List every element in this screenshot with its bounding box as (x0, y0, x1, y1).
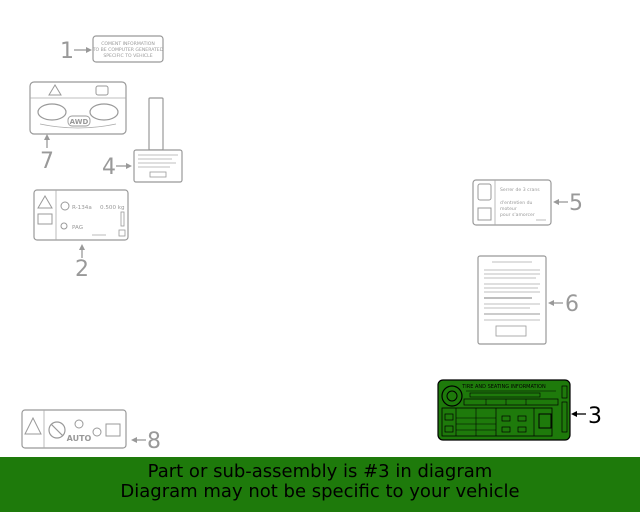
warning-triangle-icon (24, 416, 42, 435)
oil-can-icon (60, 222, 68, 230)
tire-icon (441, 385, 463, 407)
label-3-title: TIRE AND SEATING INFORMATION (461, 384, 546, 390)
callout-1: 1 (60, 39, 74, 64)
label-1-line2: TO BE COMPUTER GENERATED (92, 47, 164, 53)
info-banner: Part or sub-assembly is #3 in diagram Di… (0, 457, 640, 512)
label-2-ac-refrigerant[interactable] (33, 189, 129, 241)
car-icon-right (89, 103, 119, 121)
banner-line-2: Diagram may not be specific to your vehi… (120, 481, 520, 502)
label-5-line4: pour s'amorcer (500, 212, 535, 218)
fan-icon (74, 419, 84, 429)
label-4-hang-tag[interactable] (133, 149, 183, 183)
label-6-info-sheet[interactable] (477, 255, 547, 345)
label-8-auto-airbag[interactable] (21, 409, 127, 449)
book-icon (105, 423, 121, 437)
callout-2: 2 (75, 257, 89, 282)
banner-line-1: Part or sub-assembly is #3 in diagram (147, 461, 493, 482)
callout-5: 5 (569, 191, 583, 216)
warning-triangle-icon (37, 195, 53, 209)
label-4-group: 4 (102, 97, 183, 183)
warning-triangle-icon (48, 84, 62, 96)
parts-diagram: 1 COMENT INFORMATION TO BE COMPUTER GENE… (21, 35, 602, 454)
refrigerant-type: R-134a (72, 205, 92, 211)
awd-badge: AWD (70, 118, 89, 126)
label-2-group: R-134a 0.500 kg PAG 2 (33, 189, 129, 282)
snowflake-icon (60, 201, 70, 211)
label-4-tag-strip (148, 97, 164, 151)
label-5-line3: moteur (500, 206, 517, 212)
callout-6: 6 (565, 292, 579, 317)
airflow-icon (92, 427, 102, 437)
label-8-group: AUTO 8 (21, 409, 161, 454)
callout-3: 3 (588, 404, 602, 429)
car-icon-left (37, 103, 67, 121)
book-icon (37, 213, 53, 225)
refrigerant-charge: 0.500 kg (100, 205, 125, 211)
fuel-pump-icon (477, 183, 492, 201)
auto-badge: AUTO (67, 434, 92, 443)
callout-8: 8 (147, 429, 161, 454)
label-5-line1: Serrer de 3 crans (500, 187, 540, 193)
callout-7: 7 (40, 149, 54, 174)
label-6-group: 6 (477, 255, 579, 345)
label-1-line3: SPECIFIC TO VEHICLE (103, 53, 152, 59)
label-5-fuel-cap[interactable] (472, 179, 552, 226)
label-5-group: Serrer de 3 crans d'entretien du moteur … (472, 179, 583, 226)
label-3-tire-seating-info[interactable] (437, 379, 571, 441)
book-icon (477, 207, 492, 221)
refrigerant-oil: PAG (72, 225, 83, 231)
label-1-computer-info[interactable] (92, 35, 164, 63)
label-1-group: 1 COMENT INFORMATION TO BE COMPUTER GENE… (60, 35, 164, 64)
book-icon (95, 85, 109, 96)
label-5-line2: d'entretien du (500, 200, 533, 206)
label-1-line1: COMENT INFORMATION (101, 41, 155, 47)
book-icon (538, 413, 552, 429)
prohibited-icon (48, 421, 66, 439)
label-7-group: AWD 7 (29, 81, 127, 174)
callout-4: 4 (102, 155, 116, 180)
label-3-group: TIRE AND SEATING INFORMATION 3 (437, 379, 602, 441)
